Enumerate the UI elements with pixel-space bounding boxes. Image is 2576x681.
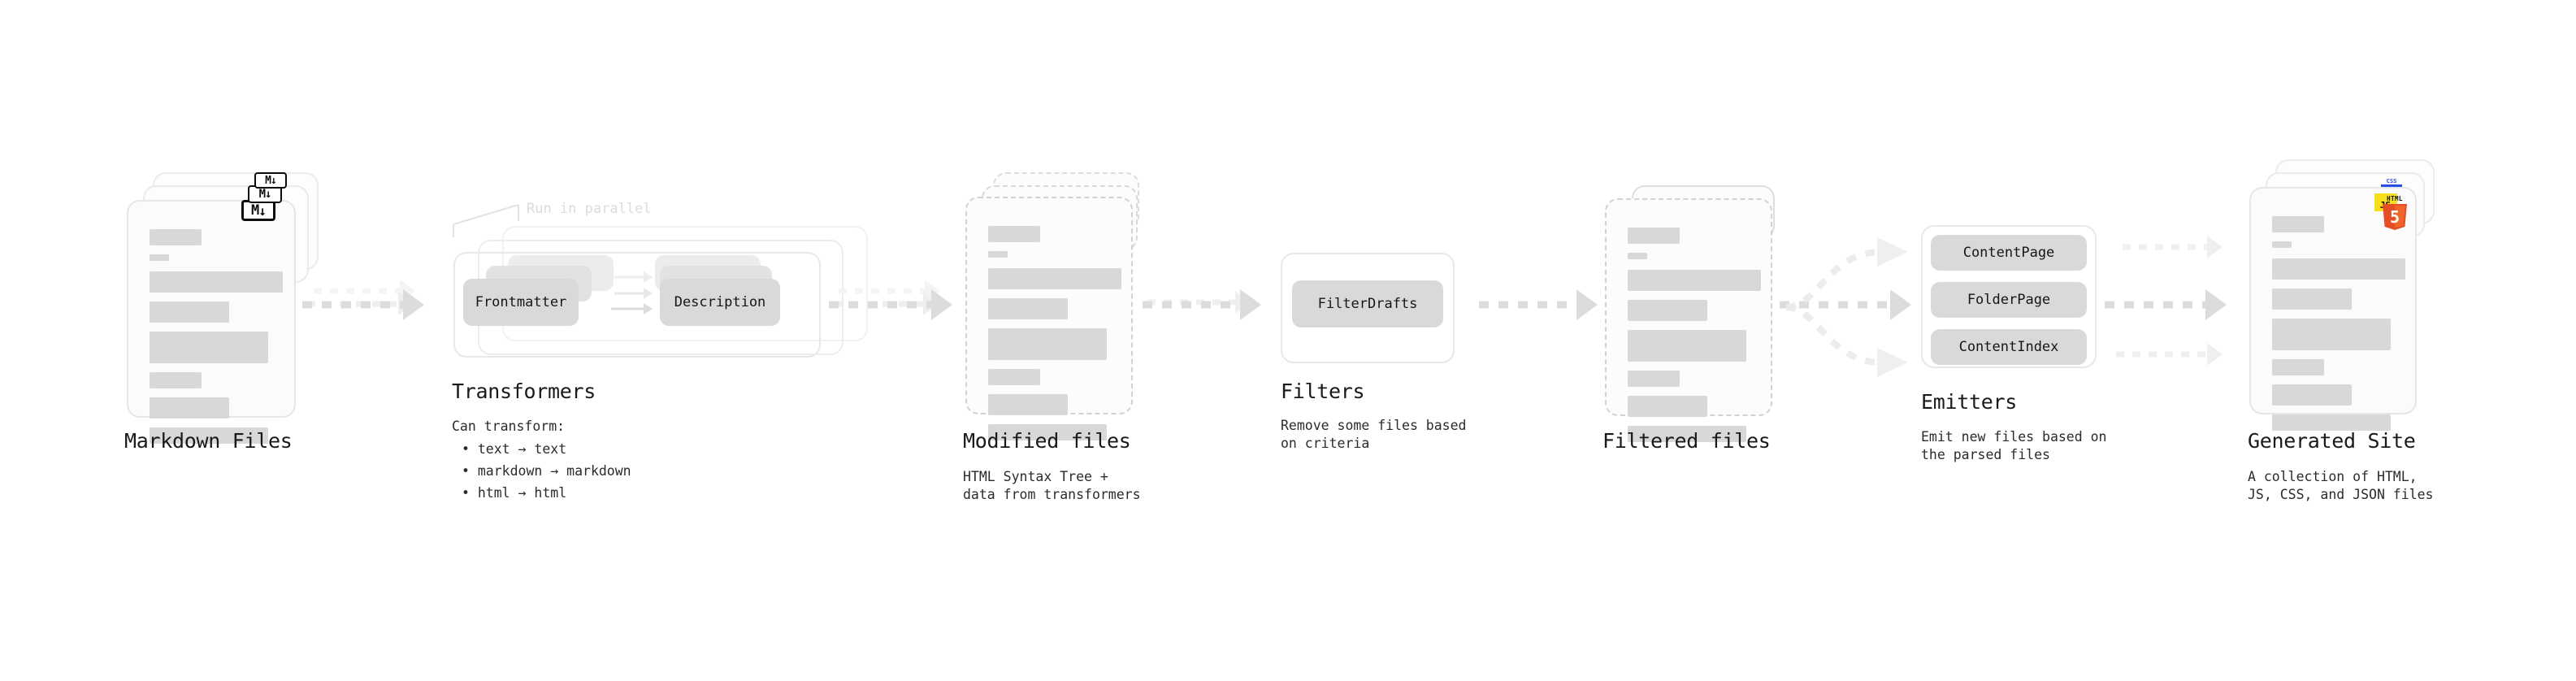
svg-text:5: 5 [2390,207,2400,227]
markdown-card-front [127,200,296,444]
stage-subtitle-transformers: Can transform: [452,419,566,434]
emitter-chip-contentindex[interactable]: ContentIndex [1931,329,2087,365]
transformer-chip-frontmatter-label: Frontmatter [475,294,567,310]
stage-title-emitters: Emitters [1921,390,2018,414]
stage-title-markdown-files: Markdown Files [124,429,293,453]
transformers-bullet-3: • html → html [462,485,567,501]
stage-title-filtered-files: Filtered files [1602,429,1771,453]
stage-subtitle-filters: Remove some files based on criteria [1281,418,1467,452]
emitter-chip-contentpage[interactable]: ContentPage [1931,235,2087,271]
emitter-chip-folderpage[interactable]: FolderPage [1931,282,2087,318]
connector-frontmatter-to-description-2 [614,286,660,301]
connector-filtered-to-emitters-fanout [1780,226,1923,388]
connector-emitters-to-site-bottom [2116,343,2230,366]
filter-chip-filterdrafts[interactable]: FilterDrafts [1292,280,1443,327]
run-in-parallel-pointer [452,200,541,239]
skeleton-lines [2272,216,2405,440]
markdown-logo-label: M [251,202,259,219]
stage-title-filters: Filters [1281,380,1365,403]
transformers-bullet-1: • text → text [462,441,567,457]
css3-badge-icon: CSS [2378,176,2405,189]
transformers-bullet-2: • markdown → markdown [462,463,631,479]
connector-frontmatter-to-description-1 [611,301,661,316]
connector-frontmatter-to-description-3 [614,270,660,284]
connector-md-to-transformers-1 [302,289,429,320]
emitter-chip-folderpage-label: FolderPage [1967,292,2051,308]
transformers-group-front [453,252,821,358]
emitter-chip-contentpage-label: ContentPage [1962,245,2055,261]
svg-text:HTML: HTML [2387,195,2403,202]
svg-text:CSS: CSS [2387,178,2397,184]
emitter-chip-contentindex-label: ContentIndex [1958,339,2059,355]
connector-emitters-to-site-top [2123,236,2230,258]
skeleton-lines [150,229,283,453]
stage-title-modified-files: Modified files [963,429,1131,453]
modified-card-front [965,197,1133,440]
filter-chip-filterdrafts-label: FilterDrafts [1317,296,1418,312]
transformer-chip-description-label: Description [674,294,766,310]
stage-subtitle-generated-site: A collection of HTML, JS, CSS, and JSON … [2248,469,2434,503]
skeleton-lines [1628,228,1761,451]
emitters-group [1921,225,2097,368]
connector-filtered-to-emitters-main [1780,289,1916,320]
connector-emitters-to-site-mid [2105,289,2231,320]
html5-badge-icon: HTML 5 [2379,193,2410,231]
transformer-chip-description[interactable]: Description [660,279,780,326]
connector-modified-to-filters-1 [1143,289,1266,320]
filters-group [1281,253,1455,363]
transformer-chip-frontmatter[interactable]: Frontmatter [463,279,579,326]
stage-subtitle-emitters: Emit new files based on the parsed files [1921,429,2107,463]
markdown-logo-icon-back-2: M↓ [254,172,287,189]
stage-title-transformers: Transformers [452,380,596,403]
stage-title-generated-site: Generated Site [2248,429,2416,453]
stage-subtitle-modified-files: HTML Syntax Tree + data from transformer… [963,469,1141,503]
filtered-card-front [1605,198,1772,442]
run-in-parallel-label: Run in parallel [527,201,652,217]
connector-transformers-to-modified-1 [829,289,957,320]
connector-filters-to-filtered [1479,289,1602,320]
skeleton-lines [988,226,1121,449]
